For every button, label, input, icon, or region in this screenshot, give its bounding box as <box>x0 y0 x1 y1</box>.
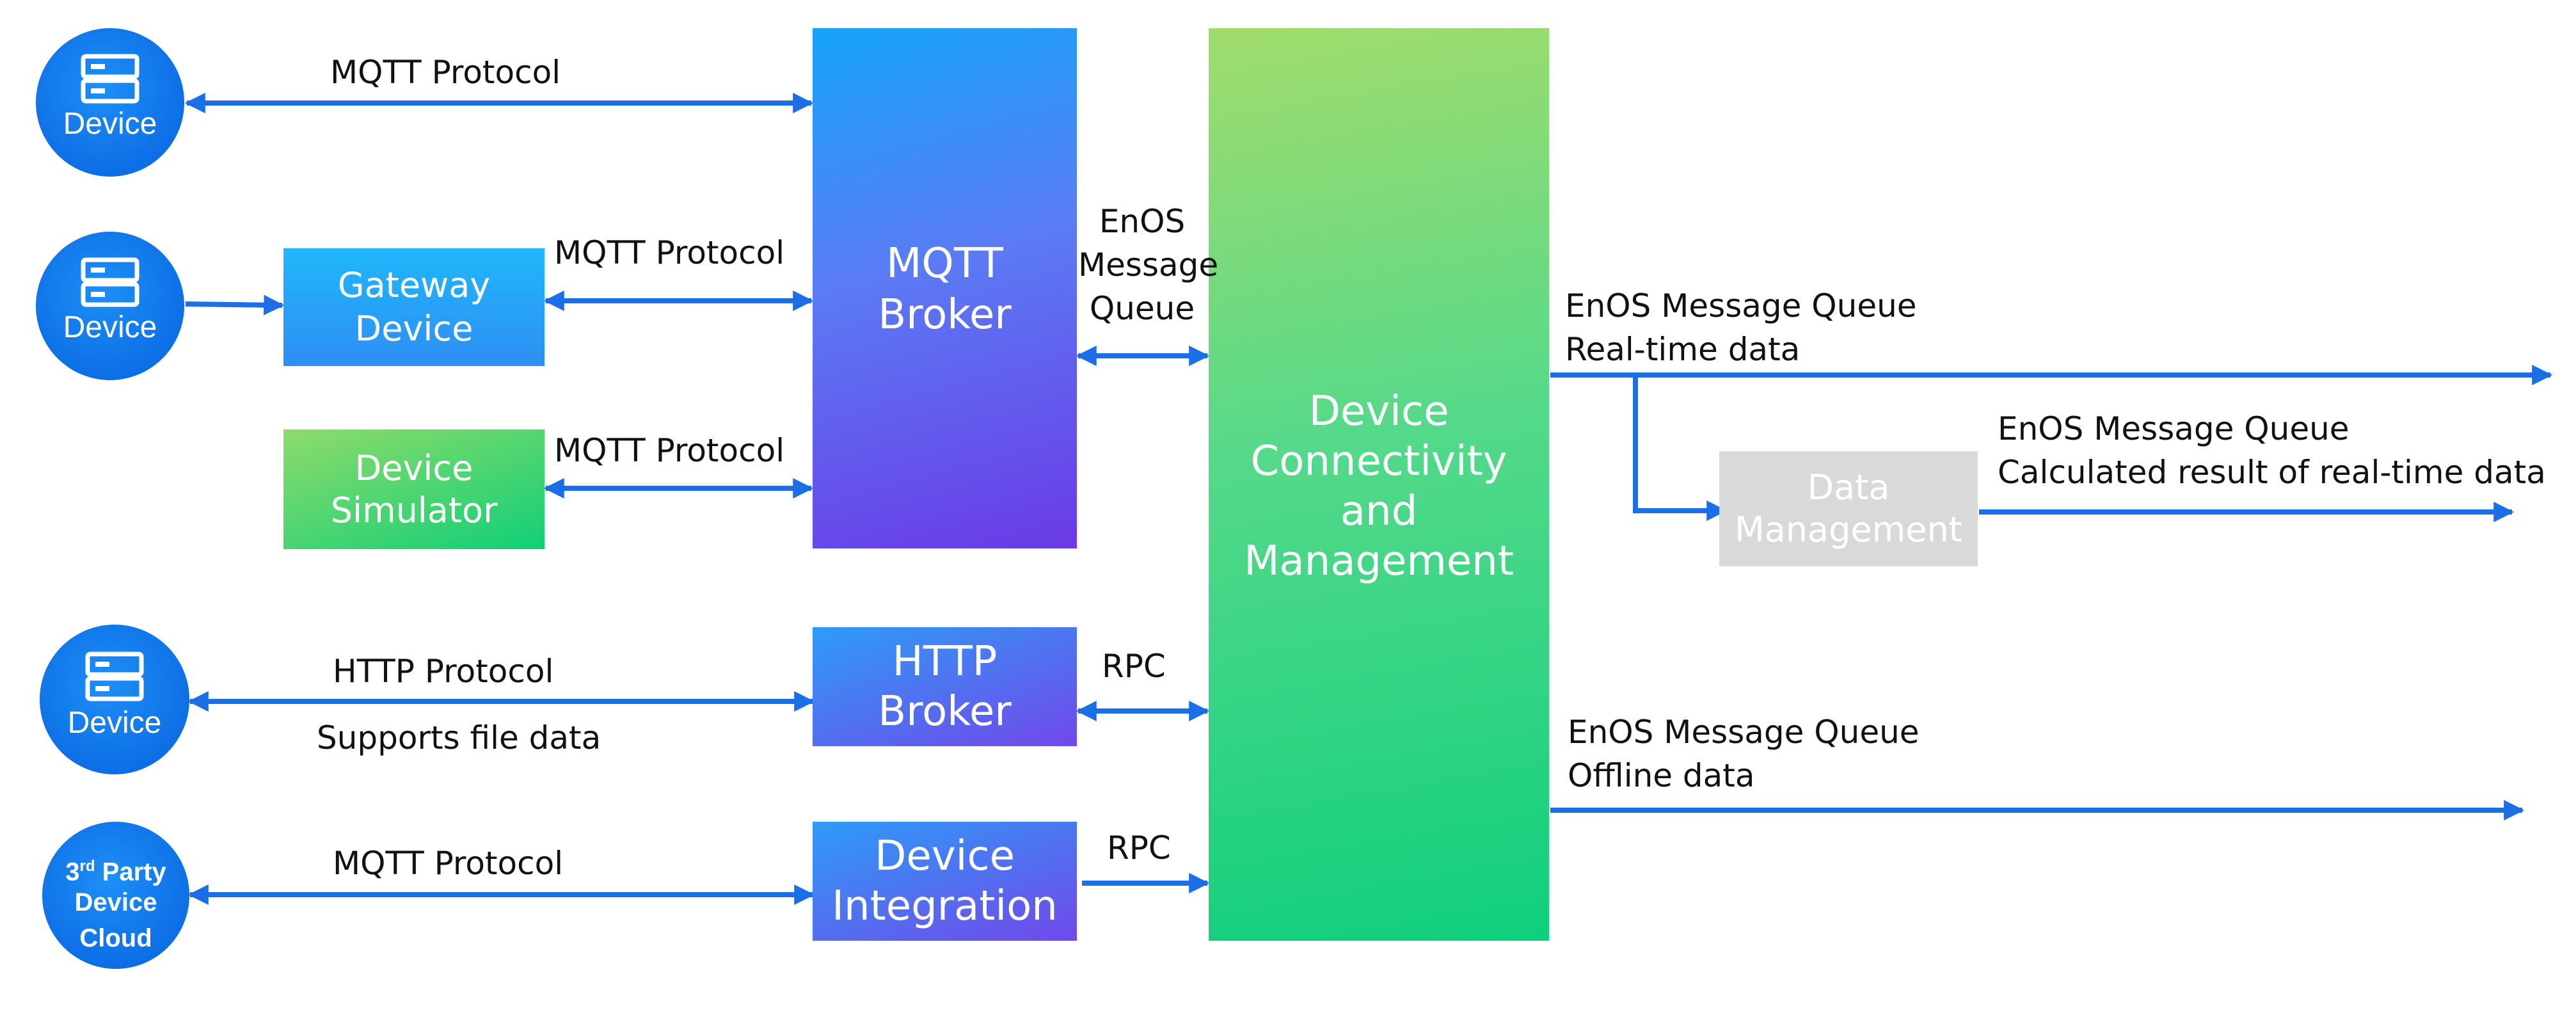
data-management-box: Data Management <box>1719 451 1978 566</box>
server-icon <box>85 651 144 701</box>
dcm-label: Device Connectivity and Management <box>1244 388 1514 585</box>
cloud-label-line1: 3rd Party <box>65 858 166 886</box>
mqtt-protocol-label-3: MQTT Protocol <box>554 432 785 469</box>
mqtt-protocol-label-4: MQTT Protocol <box>333 845 564 882</box>
dcm-box: Device Connectivity and Management <box>1209 28 1549 941</box>
server-icon <box>81 54 139 104</box>
mqtt-broker-box: MQTT Broker <box>813 28 1077 548</box>
mqtt-broker-label: MQTT Broker <box>878 240 1012 339</box>
http-protocol-label: HTTP Protocol <box>333 653 554 690</box>
http-broker-box: HTTP Broker <box>813 627 1077 746</box>
server-icon <box>81 257 139 307</box>
cloud-label-line2: Device <box>74 888 157 916</box>
device-node-1: Device <box>36 28 184 177</box>
enos-message-queue-vertical-label: EnOS Message Queue <box>1078 203 1219 327</box>
device-simulator-label: Device Simulator <box>330 447 498 531</box>
mqtt-protocol-label-2: MQTT Protocol <box>554 234 785 271</box>
device-label: Device <box>67 706 162 740</box>
cloud-label-line3: Cloud <box>79 924 152 952</box>
calculated-output-label: EnOS Message Queue Calculated result of … <box>1998 410 2546 491</box>
mqtt-protocol-label-1: MQTT Protocol <box>330 54 561 91</box>
rpc-label-2: RPC <box>1107 829 1171 867</box>
device-node-3: Device <box>40 625 189 774</box>
gateway-device-box: Gateway Device <box>283 248 545 366</box>
supports-file-data-label: Supports file data <box>317 719 601 756</box>
arrow-device2-gateway <box>185 294 285 316</box>
device-node-2: Device <box>36 232 184 380</box>
device-integration-box: Device Integration <box>813 822 1077 941</box>
third-party-cloud-node: 3rd Party Device Cloud <box>42 822 189 969</box>
arrow-branch-data-mgmt <box>1633 375 1728 521</box>
device-integration-label: Device Integration <box>832 833 1058 930</box>
gateway-device-label: Gateway Device <box>337 265 491 349</box>
device-label: Device <box>63 310 157 344</box>
device-label: Device <box>63 107 157 141</box>
device-simulator-box: Device Simulator <box>283 429 545 549</box>
offline-output-label: EnOS Message Queue Offline data <box>1568 714 1920 794</box>
http-broker-label: HTTP Broker <box>878 638 1012 735</box>
rpc-label-1: RPC <box>1102 648 1166 685</box>
realtime-output-label: EnOS Message Queue Real-time data <box>1565 287 1917 368</box>
data-management-label: Data Management <box>1735 467 1962 550</box>
